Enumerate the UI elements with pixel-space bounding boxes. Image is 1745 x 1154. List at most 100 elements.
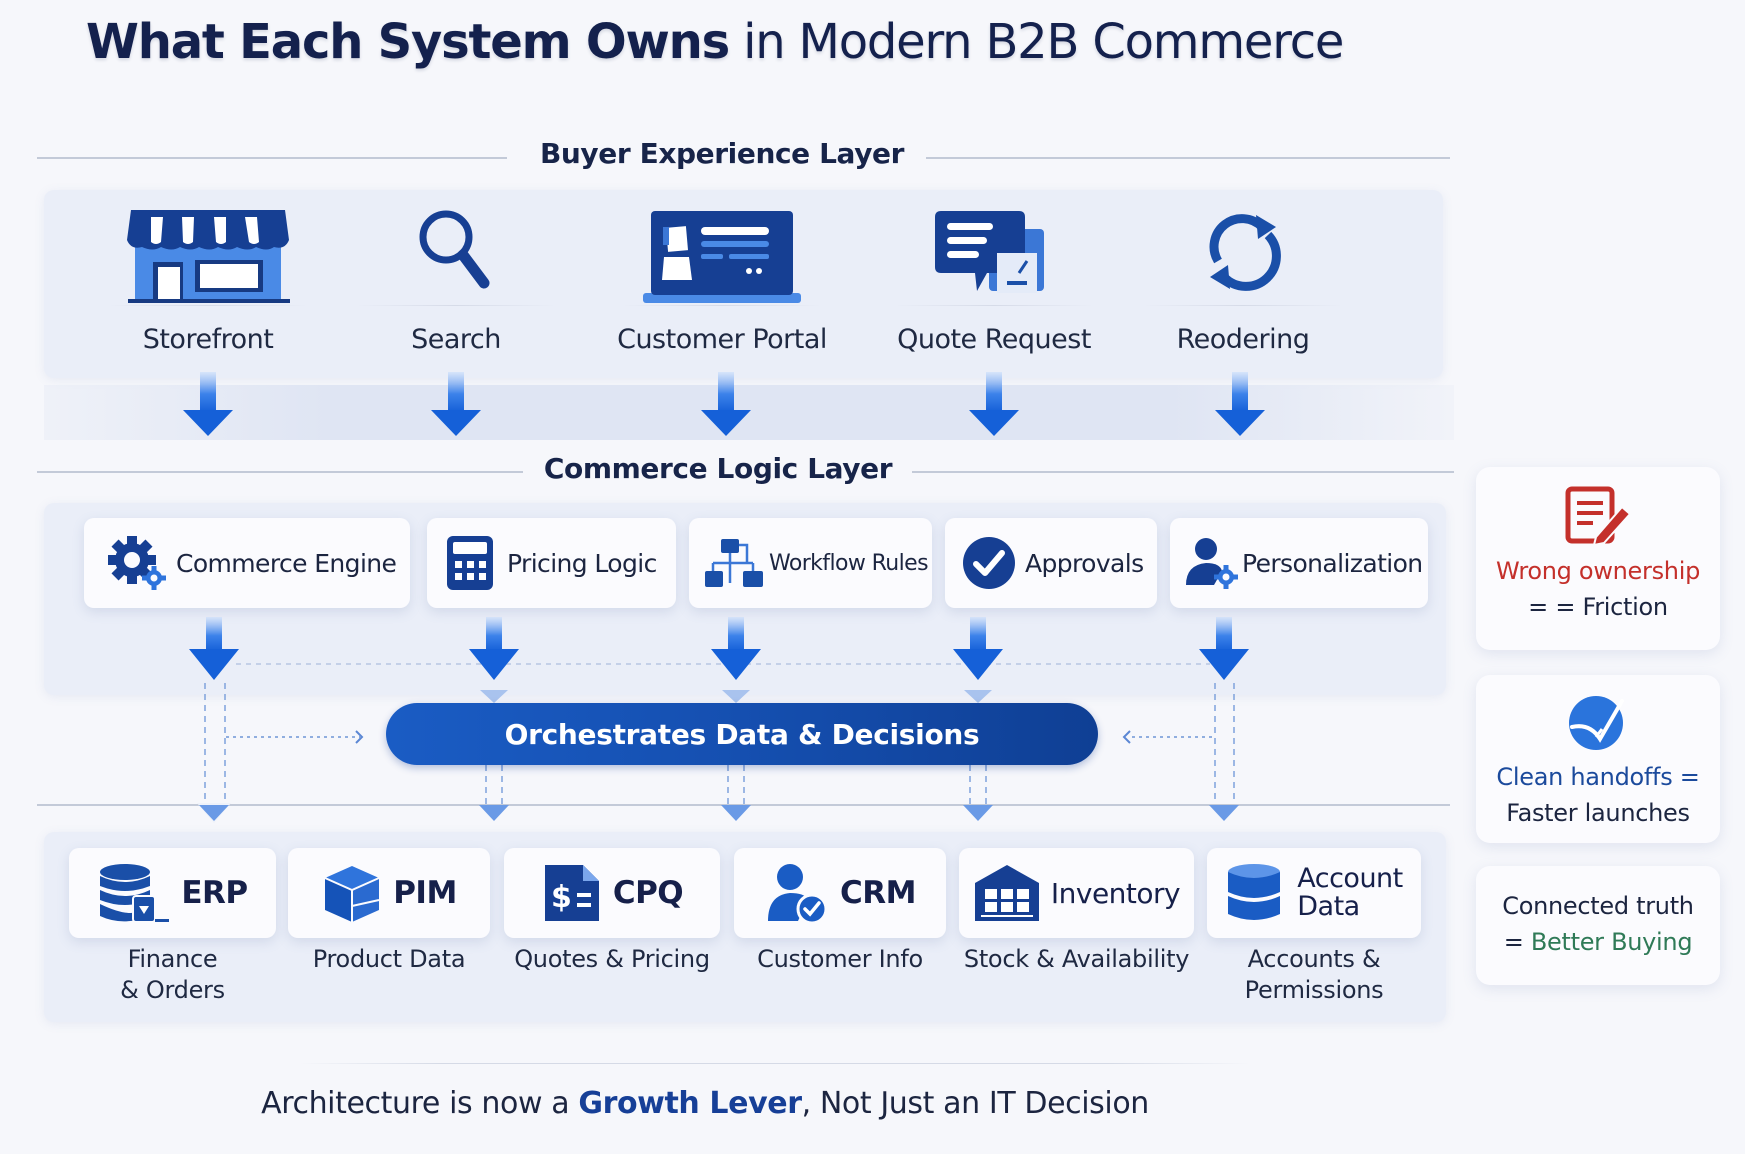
system-description: Product Data	[288, 944, 490, 975]
system-description: Finance & Orders	[69, 944, 276, 1006]
section-divider	[912, 471, 1454, 473]
flow-arrow-down	[431, 372, 481, 438]
logic-card-commerce-engine[interactable]: Commerce Engine	[84, 518, 410, 608]
reorder-icon	[1158, 205, 1328, 305]
svg-text:$: $	[551, 880, 572, 915]
system-card-erp[interactable]: ERP	[69, 848, 276, 938]
icon-baseline	[894, 305, 1094, 306]
section-divider	[926, 157, 1450, 159]
title-bold: What Each System Owns	[86, 14, 730, 70]
callout-connected-truth: Connected truth = Better Buying	[1476, 866, 1720, 985]
flow-arrow-down	[469, 617, 519, 680]
orchestrator-bar: Orchestrates Data & Decisions	[386, 703, 1098, 765]
system-card-inventory[interactable]: Inventory	[959, 848, 1194, 938]
name-line: Data	[1297, 891, 1360, 922]
logic-card-label: Approvals	[1025, 548, 1144, 578]
footer-suffix: , Not Just an IT Decision	[801, 1086, 1150, 1121]
callout-wrong-ownership: Wrong ownership = = Friction	[1476, 467, 1720, 650]
system-name: PIM	[393, 875, 457, 911]
flow-arrow-down	[1215, 372, 1265, 438]
logic-card-personalization[interactable]: Personalization	[1170, 518, 1428, 608]
system-card-cpq[interactable]: $ CPQ	[504, 848, 720, 938]
dollar-document-icon: $	[541, 861, 603, 925]
chevron-right-icon	[355, 730, 364, 744]
search-icon	[371, 205, 541, 305]
system-card-account-data[interactable]: Account Data	[1207, 848, 1421, 938]
callout-clean-handoffs: Clean handoffs = Faster launches	[1476, 675, 1720, 843]
buyer-item-quote-request[interactable]: Quote Request	[864, 205, 1124, 355]
system-name: ERP	[181, 875, 248, 911]
buyer-item-label: Storefront	[142, 324, 274, 355]
gear-icon	[106, 534, 168, 592]
quote-request-icon	[909, 205, 1079, 305]
system-name: CRM	[840, 875, 916, 911]
description-line: Quotes & Pricing	[514, 945, 710, 973]
icon-baseline	[622, 305, 822, 306]
calculator-icon	[443, 534, 499, 592]
footer-divider	[300, 1063, 1250, 1064]
logic-card-label: Commerce Engine	[176, 548, 397, 578]
logic-card-approvals[interactable]: Approvals	[945, 518, 1157, 608]
system-name: Inventory	[1050, 876, 1181, 910]
logic-card-label: Workflow Rules	[769, 550, 929, 576]
buyer-item-reordering[interactable]: Reodering	[1113, 205, 1373, 355]
callout-line-1: Connected truth	[1502, 892, 1694, 920]
logic-layer-title: Commerce Logic Layer	[543, 452, 893, 485]
database-icon	[1225, 862, 1283, 924]
warehouse-icon	[973, 863, 1041, 923]
document-edit-icon	[1476, 485, 1720, 547]
icon-baseline	[108, 305, 308, 306]
buyer-item-customer-portal[interactable]: Customer Portal	[592, 205, 852, 355]
checkmark-badge-icon	[1476, 693, 1720, 751]
logic-card-workflow-rules[interactable]: Workflow Rules	[689, 518, 932, 608]
system-name: Account Data	[1297, 865, 1403, 921]
description-line: Finance	[127, 945, 218, 973]
description-line: Accounts &	[1247, 945, 1381, 973]
user-gear-icon	[1184, 535, 1240, 591]
user-check-icon	[764, 861, 830, 925]
system-card-crm[interactable]: CRM	[734, 848, 946, 938]
callout-line-1: Clean handoffs =	[1496, 763, 1700, 791]
footer-tagline: Architecture is now a Growth Lever, Not …	[261, 1086, 1149, 1121]
logic-card-label: Pricing Logic	[507, 548, 657, 578]
customer-portal-icon	[637, 205, 807, 305]
flow-arrow-down	[1199, 617, 1249, 680]
flow-arrow-down	[701, 372, 751, 438]
buyer-item-search[interactable]: Search	[326, 205, 586, 355]
system-description: Accounts & Permissions	[1207, 944, 1421, 1006]
footer-prefix: Architecture is now a	[261, 1086, 579, 1121]
flow-arrow-down	[183, 372, 233, 438]
buyer-item-label: Reodering	[1176, 324, 1310, 355]
section-divider	[37, 471, 523, 473]
system-name: CPQ	[612, 875, 684, 911]
page-title: What Each System Owns in Modern B2B Comm…	[86, 14, 1344, 70]
dashed-connector	[204, 683, 1235, 805]
buyer-item-storefront[interactable]: Storefront	[78, 205, 338, 355]
faint-arrowhead	[722, 690, 750, 703]
callout-line-2: = = Friction	[1528, 593, 1668, 621]
workflow-icon	[703, 535, 765, 591]
icon-baseline	[1143, 305, 1343, 306]
footer-emphasis: Growth Lever	[578, 1086, 802, 1121]
divider-arrowheads	[197, 803, 1239, 823]
faint-arrowhead	[480, 690, 508, 703]
section-divider	[37, 157, 507, 159]
storefront-icon	[123, 205, 293, 305]
callout-emphasis: Better Buying	[1530, 928, 1693, 956]
buyer-item-label: Customer Portal	[617, 324, 827, 355]
chevron-left-icon	[1122, 730, 1131, 744]
logic-card-pricing-logic[interactable]: Pricing Logic	[427, 518, 676, 608]
system-card-pim[interactable]: PIM	[288, 848, 490, 938]
icon-baseline	[356, 305, 556, 306]
name-line: Account	[1297, 863, 1403, 894]
callout-emphasis: = Friction	[1555, 593, 1668, 621]
buyer-item-label: Search	[411, 324, 501, 355]
callout-line-2: = Better Buying	[1476, 924, 1720, 960]
logic-card-label: Personalization	[1242, 548, 1423, 578]
title-regular: in Modern B2B Commerce	[729, 14, 1344, 70]
faint-arrowhead	[964, 690, 992, 703]
flow-arrow-down	[189, 617, 239, 680]
cube-icon	[321, 862, 383, 924]
flow-arrow-down	[711, 617, 761, 680]
